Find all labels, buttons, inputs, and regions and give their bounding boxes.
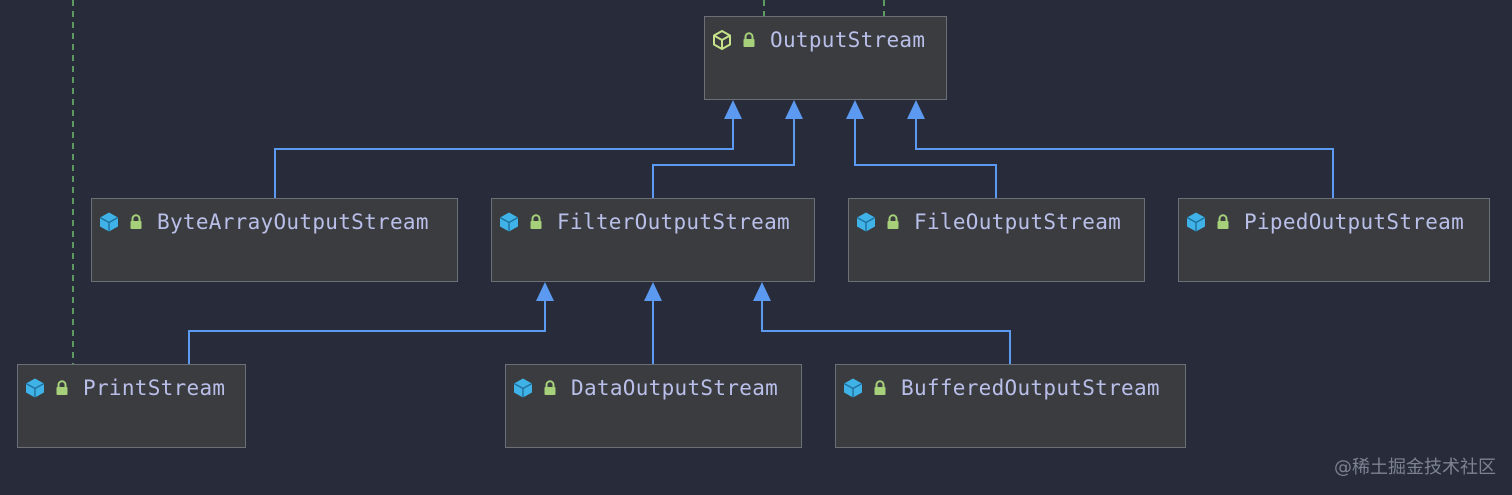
class-name-label: FilterOutputStream (557, 210, 790, 234)
class-node-pipedoutputstream[interactable]: PipedOutputStream (1178, 198, 1490, 282)
watermark: @稀土掘金技术社区 (1334, 457, 1496, 478)
arrowhead-filter-3 (753, 282, 771, 301)
class-icon (856, 212, 876, 232)
class-icon (99, 212, 119, 232)
lock-icon (544, 380, 556, 395)
arrowhead-filter-1 (536, 282, 554, 301)
edge-file-to-outputstream (854, 116, 997, 198)
class-node-fileoutputstream[interactable]: FileOutputStream (848, 198, 1145, 282)
class-name-label: PrintStream (83, 376, 226, 400)
lock-icon (743, 32, 755, 47)
abstract-class-icon (713, 30, 731, 50)
lock-icon (874, 380, 886, 395)
class-node-filteroutputstream[interactable]: FilterOutputStream (491, 198, 815, 282)
class-icon (25, 378, 45, 398)
lock-icon (887, 214, 899, 229)
arrowhead-outputstream-2 (785, 100, 803, 119)
arrowhead-outputstream-3 (846, 100, 864, 119)
class-name-label: BufferedOutputStream (901, 376, 1160, 400)
arrowhead-outputstream-4 (907, 100, 925, 119)
arrowhead-outputstream-1 (724, 100, 742, 119)
lock-icon (56, 380, 68, 395)
lock-icon (130, 214, 142, 229)
class-name-label: DataOutputStream (571, 376, 779, 400)
class-icon (513, 378, 533, 398)
class-node-dataoutputstream[interactable]: DataOutputStream (505, 364, 802, 448)
edge-piped-to-outputstream (915, 116, 1334, 198)
edge-bytearray-to-outputstream (274, 116, 734, 198)
class-name-label: ByteArrayOutputStream (157, 210, 429, 234)
class-node-bytearrayoutputstream[interactable]: ByteArrayOutputStream (91, 198, 458, 282)
class-node-outputstream[interactable]: OutputStream (704, 16, 947, 100)
class-icon (843, 378, 863, 398)
arrowhead-filter-2 (644, 282, 662, 301)
class-name-label: FileOutputStream (914, 210, 1122, 234)
edge-filter-to-outputstream (652, 116, 795, 198)
lock-icon (530, 214, 542, 229)
class-node-printstream[interactable]: PrintStream (17, 364, 246, 448)
class-icon (1186, 212, 1206, 232)
lock-icon (1217, 214, 1229, 229)
class-node-bufferedoutputstream[interactable]: BufferedOutputStream (835, 364, 1186, 448)
class-icon (499, 212, 519, 232)
edge-buffered-to-filter (761, 298, 1011, 364)
class-name-label: PipedOutputStream (1244, 210, 1465, 234)
class-name-label: OutputStream (770, 28, 926, 52)
edge-printstream-to-filter (188, 298, 546, 364)
